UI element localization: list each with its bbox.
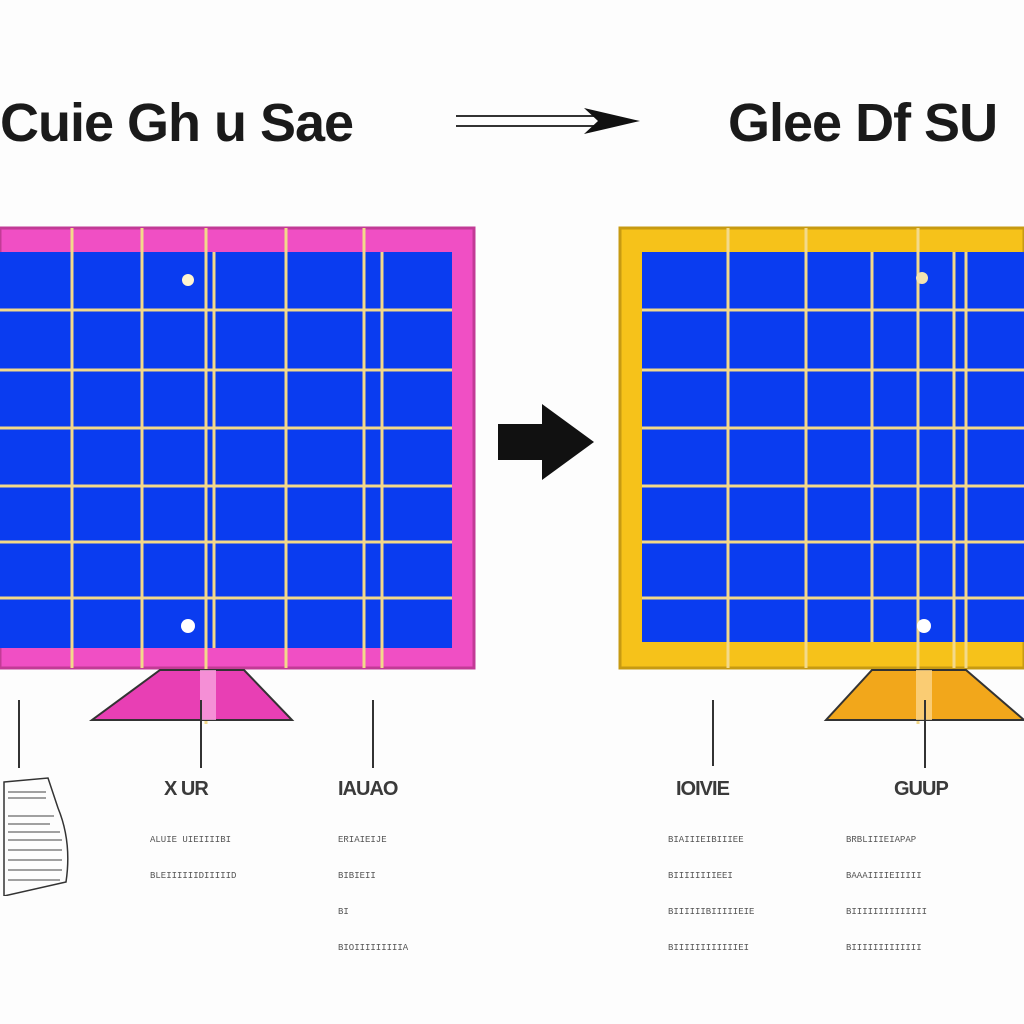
right-screen bbox=[642, 252, 1024, 642]
left-screen bbox=[0, 252, 452, 648]
leader-line-5 bbox=[924, 700, 926, 768]
label-5-title: GUUP bbox=[894, 778, 949, 800]
left-monitor bbox=[0, 226, 476, 724]
left-monitor-stand bbox=[88, 669, 295, 721]
left-screen-dot-bottom bbox=[181, 619, 195, 633]
right-screen-dot-bottom bbox=[917, 619, 931, 633]
label-3-title: IAUAO bbox=[338, 778, 398, 800]
leader-line-1 bbox=[18, 700, 20, 768]
leader-line-2 bbox=[200, 700, 202, 768]
left-title: Cuie Gh u Sae bbox=[0, 93, 354, 153]
right-title: Glee Df SU bbox=[728, 93, 998, 153]
label-2-text: ALUIE UIEIIIIBI BLEIIIIIIDIIIIID bbox=[150, 835, 237, 881]
right-arrow-icon bbox=[498, 404, 594, 480]
left-screen-dot-top bbox=[182, 274, 194, 286]
right-grid bbox=[642, 228, 1024, 724]
left-grid bbox=[0, 228, 452, 724]
barcode-label-icon bbox=[3, 777, 69, 896]
label-4-text: BIAIIIEIBIIIEE BIIIIIIIIEEI BIIIIIIBIIII… bbox=[668, 835, 755, 953]
label-5-text: BRBLIIIEIAPAP BAAAIIIIEIIIII BIIIIIIIIII… bbox=[846, 835, 928, 953]
leader-line-3 bbox=[372, 700, 374, 768]
label-3-text: ERIAIEIJE BIBIEII BI BIOIIIIIIIIIA bbox=[338, 835, 409, 953]
leader-line-4 bbox=[712, 700, 714, 766]
right-screen-dot-top bbox=[916, 272, 928, 284]
label-2-title: X UR bbox=[164, 778, 209, 800]
label-4-title: IOIVIE bbox=[676, 778, 730, 800]
top-arrow-icon bbox=[456, 108, 640, 134]
right-monitor bbox=[618, 226, 1024, 724]
